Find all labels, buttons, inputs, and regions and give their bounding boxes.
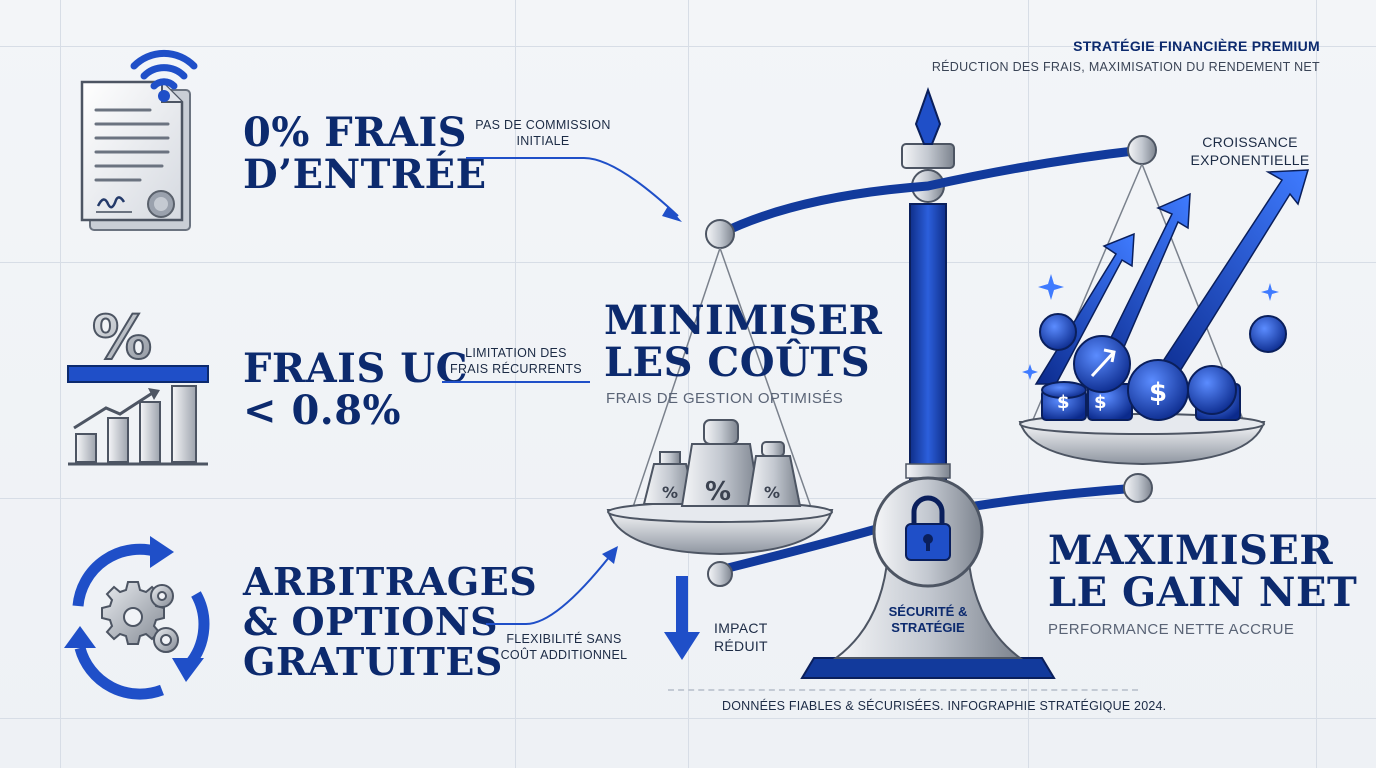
connector-arrow — [466, 157, 682, 222]
feature-note-line: COÛT ADDITIONNEL — [500, 647, 628, 662]
feature-note-line: INITIALE — [516, 133, 570, 148]
impact-label-line: RÉDUIT — [714, 637, 768, 654]
footer-note: Données fiables & sécurisées. Infographi… — [722, 699, 1167, 713]
feature-note: FLEXIBILITÉ SANS COÛT ADDITIONNEL — [494, 632, 634, 663]
feature-title: 0% FRAIS D’ENTRÉE — [243, 112, 487, 196]
feature-note-line: PAS DE COMMISSION — [475, 118, 611, 132]
feature-title-line: GRATUITES — [243, 638, 503, 684]
feature-title-line: & OPTIONS — [243, 598, 499, 644]
maximize-title-line: MAXIMISER — [1048, 527, 1334, 574]
coin-dollar-label: $ — [1094, 392, 1107, 413]
weight-percent-label: % — [764, 483, 781, 502]
minimize-subtitle: Frais de gestion optimisés — [606, 390, 844, 407]
minimize-title-line: MINIMISER — [604, 297, 883, 344]
balance-scale-illustration — [606, 86, 1310, 679]
gears-cycle-icon — [58, 536, 218, 708]
feature-note-line: FLEXIBILITÉ SANS — [506, 632, 622, 646]
feature-title-line: FRAIS UC — [243, 345, 468, 392]
impact-label-line: IMPACT — [714, 620, 768, 636]
minimize-title: MINIMISER LES COÛTS — [604, 300, 882, 384]
lock-caption-line: SÉCURITÉ & — [888, 604, 968, 619]
impact-label: IMPACT RÉDUIT — [714, 620, 768, 655]
grid-line — [1316, 0, 1317, 768]
maximize-title-line: LE GAIN NET — [1048, 569, 1358, 616]
maximize-title: MAXIMISER LE GAIN NET — [1048, 530, 1357, 614]
footer-dashes — [668, 689, 1138, 691]
feature-note-line: FRAIS RÉCURRENTS — [450, 361, 582, 376]
feature-title: ARBITRAGES & OPTIONS GRATUITES — [243, 562, 537, 682]
coin-dollar-label: $ — [1057, 392, 1070, 413]
header-title: Stratégie Financière Premium — [1073, 38, 1320, 54]
weight-percent-label: % — [662, 483, 679, 502]
lock-caption-line: STRATÉGIE — [891, 620, 965, 636]
grid-line — [515, 0, 516, 768]
header-subtitle: Réduction des frais, maximisation du ren… — [931, 60, 1320, 74]
minimize-title-line: LES COÛTS — [604, 339, 871, 386]
lock-caption: SÉCURITÉ & STRATÉGIE — [876, 604, 980, 637]
connector-line — [442, 381, 590, 383]
feature-note: LIMITATION DES FRAIS RÉCURRENTS — [450, 346, 582, 377]
feature-title-line: < 0.8% — [243, 387, 402, 434]
feature-title-line: ARBITRAGES — [243, 559, 538, 604]
svg-text:%: % — [92, 303, 152, 373]
connector-arrow — [486, 546, 618, 625]
grid-line — [1028, 0, 1029, 768]
maximize-subtitle: Performance nette accrue — [1048, 621, 1295, 638]
feature-title-line: 0% FRAIS — [243, 109, 468, 156]
coin-dollar-label: $ — [1149, 378, 1168, 408]
growth-label: CROISSANCE EXPONENTIELLE — [1180, 134, 1320, 169]
feature-note-line: LIMITATION DES — [465, 346, 567, 360]
weight-percent-label: % — [705, 477, 732, 507]
grid-line — [60, 0, 61, 768]
percent-chart-icon: % — [62, 296, 212, 471]
feature-title-line: D’ENTRÉE — [243, 151, 487, 198]
grid-line — [688, 0, 689, 768]
feature-note: PAS DE COMMISSION INITIALE — [470, 118, 616, 149]
growth-label-line: CROISSANCE — [1202, 134, 1298, 150]
contract-wifi-icon — [70, 48, 220, 248]
growth-label-line: EXPONENTIELLE — [1190, 151, 1310, 168]
feature-title: FRAIS UC < 0.8% — [243, 348, 468, 432]
